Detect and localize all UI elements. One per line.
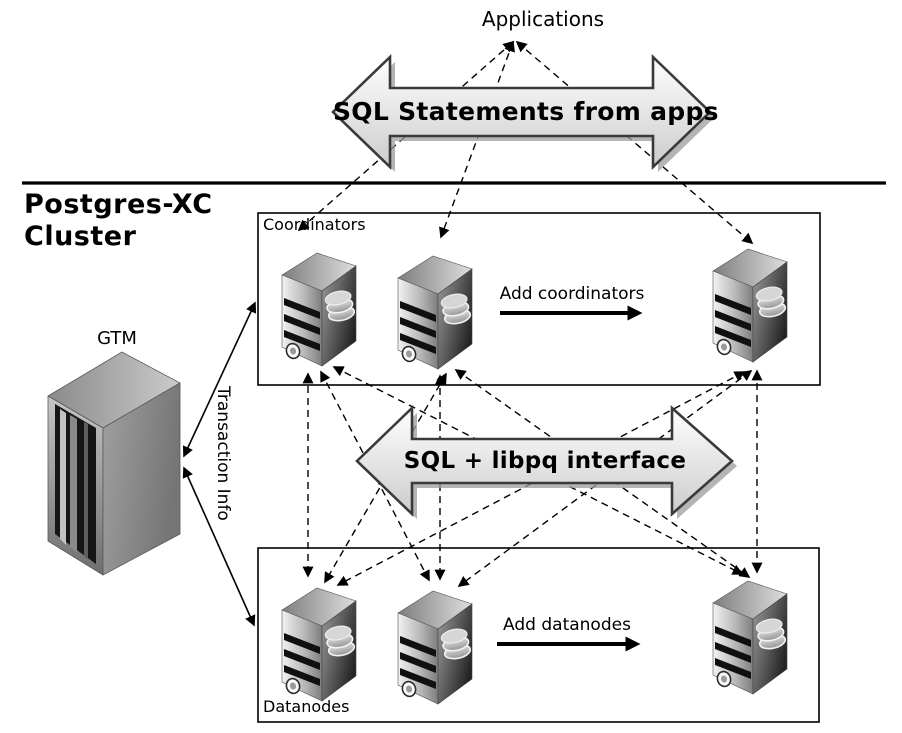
coordinator-server-1-icon xyxy=(281,252,357,367)
transaction-info-label: Transaction Info xyxy=(213,386,233,521)
page-title-line1: Postgres-XC xyxy=(24,189,213,220)
sql-statements-arrow xyxy=(331,53,715,172)
app-to-coordinator-3-connector xyxy=(515,40,754,245)
applications-label: Applications xyxy=(481,7,605,31)
libpq-arrow-label: SQL + libpq interface xyxy=(403,448,687,474)
add-datanodes-label: Add datanodes xyxy=(503,615,631,635)
gtm-to-coordinators-connector xyxy=(182,301,257,458)
add-coordinators-label: Add coordinators xyxy=(499,284,645,304)
coordinators-box-label: Coordinators xyxy=(263,215,366,234)
sql-statements-arrow-label: SQL Statements from apps xyxy=(333,97,719,126)
page-title: Postgres-XC Cluster xyxy=(24,189,213,253)
datanode-server-2-icon xyxy=(397,590,473,705)
gtm-connectors xyxy=(182,301,257,627)
gtm-label: GTM xyxy=(97,328,137,349)
gtm-tower-icon xyxy=(47,351,181,576)
datanodes-box-label: Datanodes xyxy=(263,697,350,716)
datanode-server-1-icon xyxy=(281,587,357,702)
datanode-server-3-icon xyxy=(712,580,788,695)
coordinator-server-2-icon xyxy=(397,255,473,370)
gtm-to-datanodes-connector xyxy=(182,466,256,627)
coordinator-server-3-icon xyxy=(712,248,788,363)
app-to-coordinator-2-connector xyxy=(439,40,515,239)
page-title-line2: Cluster xyxy=(24,221,137,252)
libpq-arrow xyxy=(355,404,737,519)
application-connectors xyxy=(297,40,754,245)
